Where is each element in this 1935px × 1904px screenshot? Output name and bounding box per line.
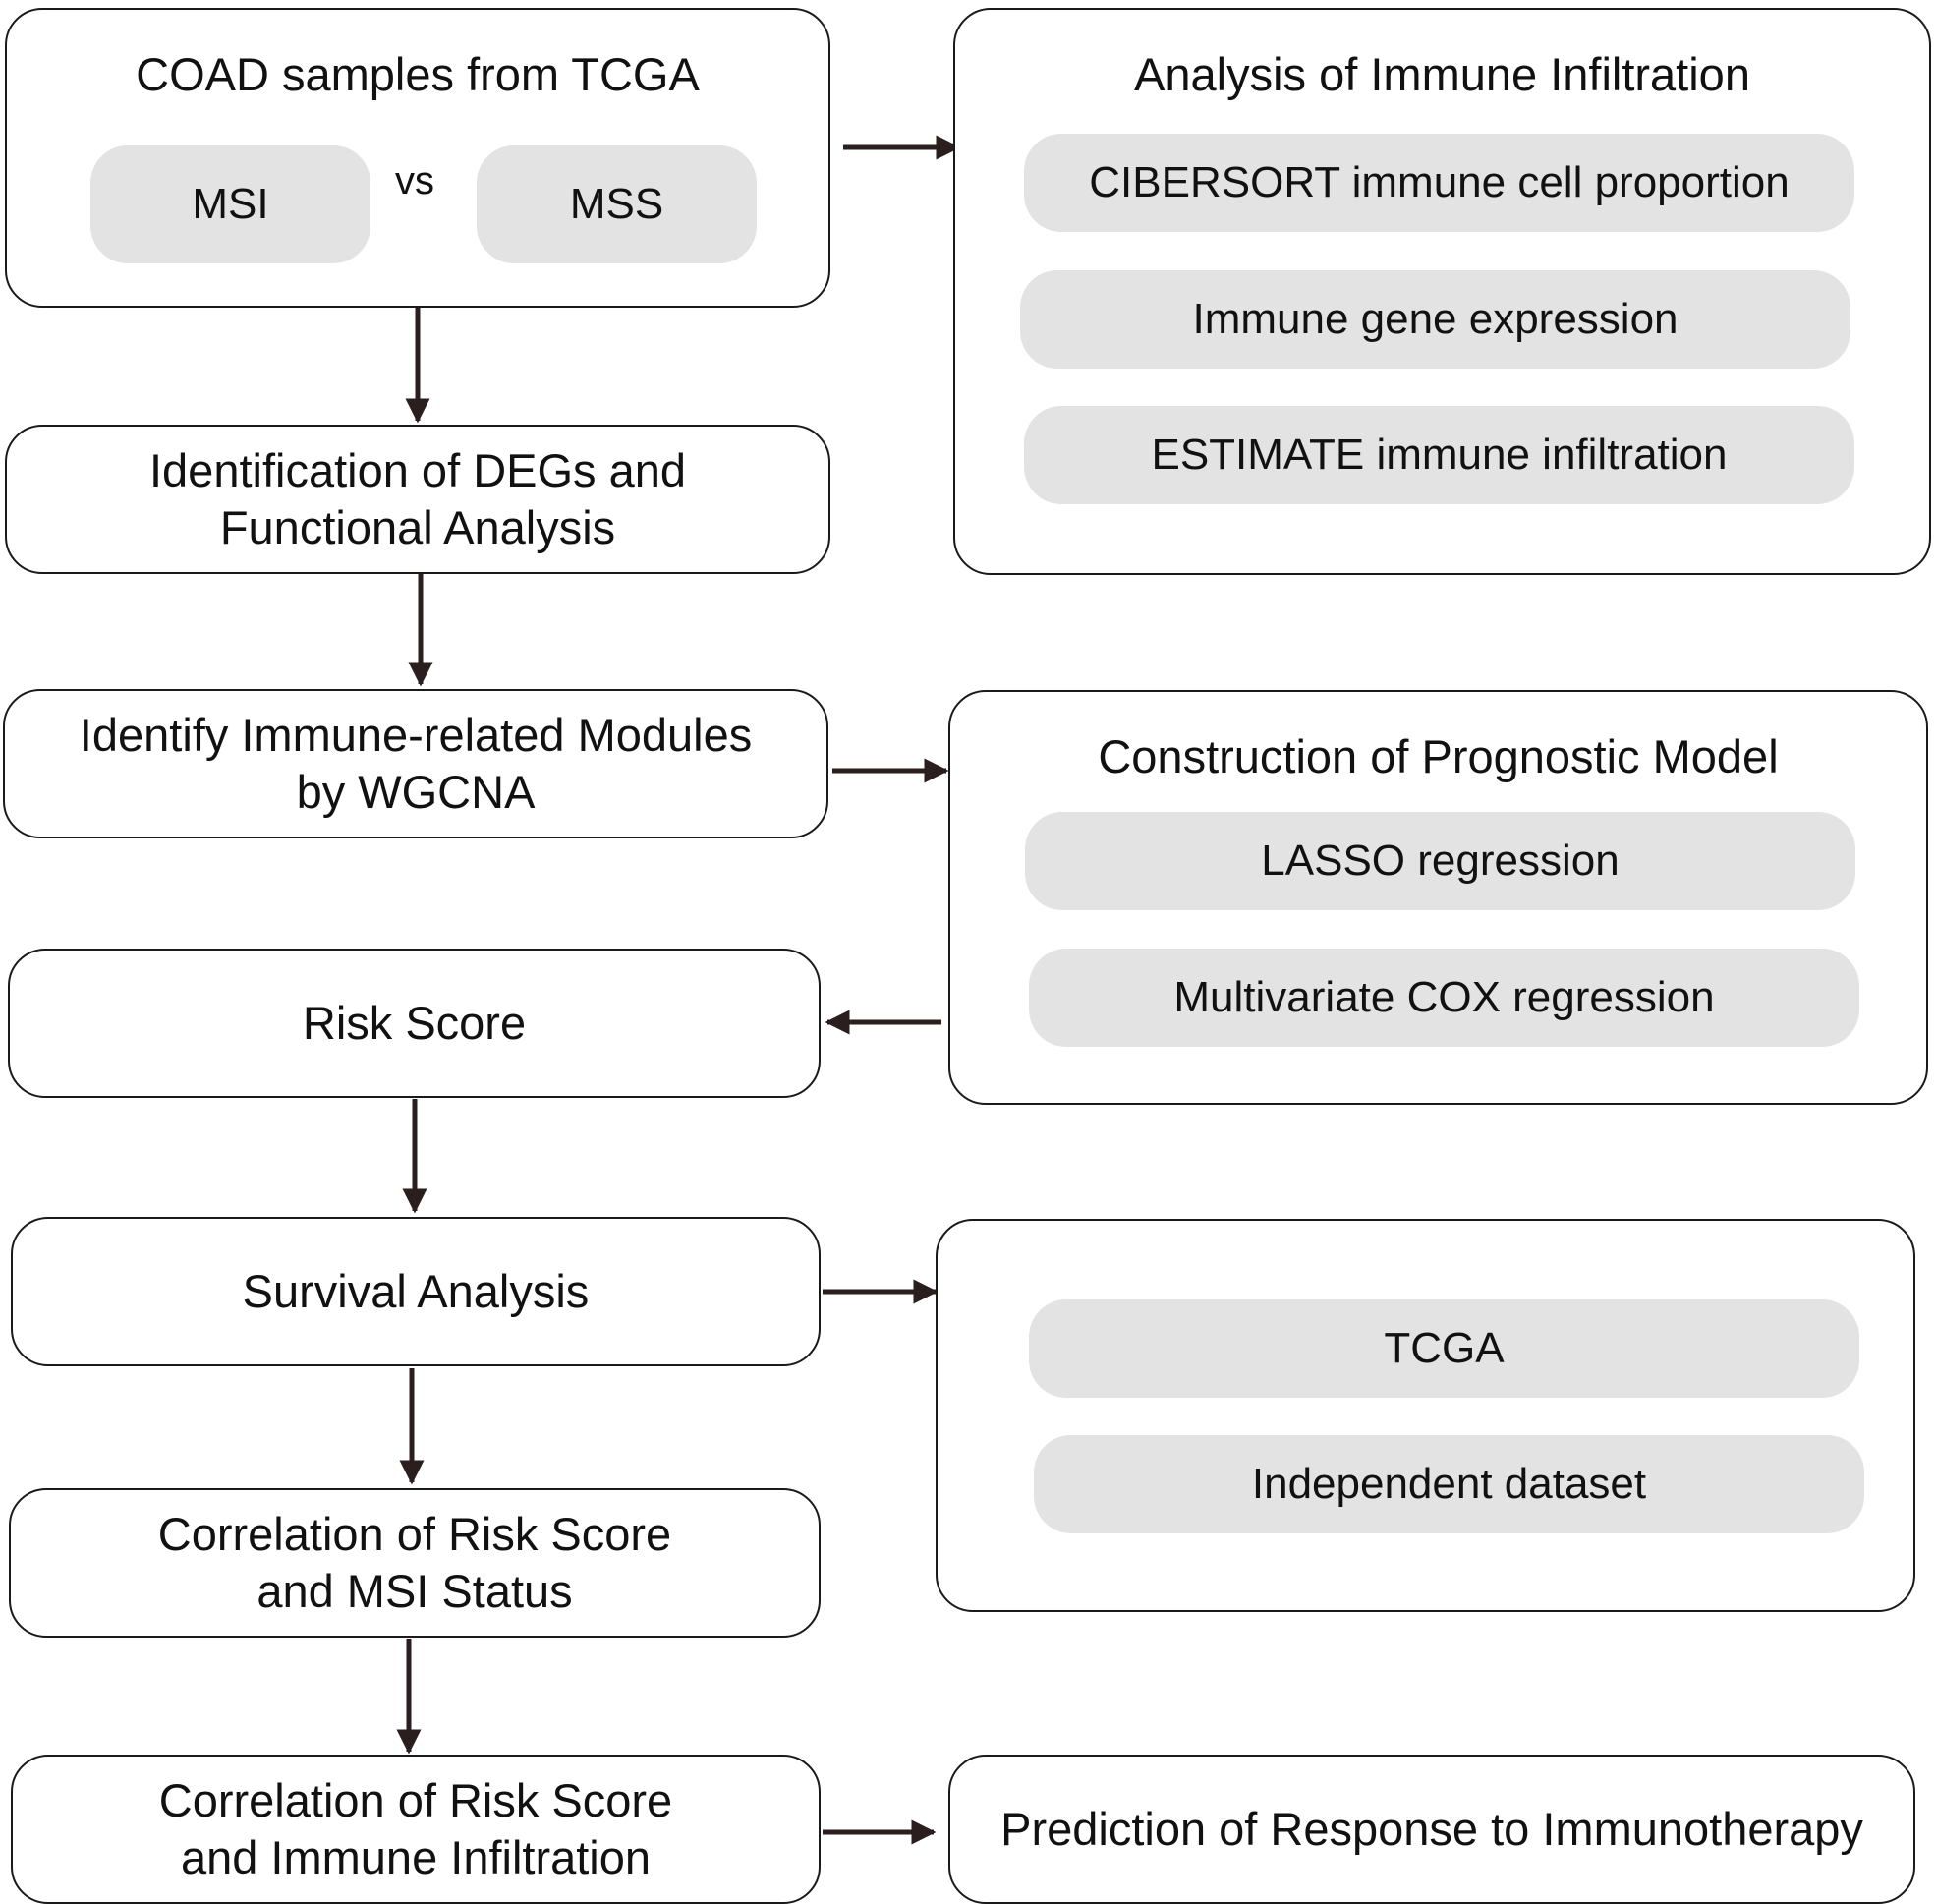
wgcna-modules-box: Identify Immune-related Modules by WGCNA: [3, 689, 828, 838]
immune-correlation-line2: and Immune Infiltration: [180, 1831, 652, 1883]
immunotherapy-prediction-box: Prediction of Response to Immunotherapy: [948, 1755, 1915, 1904]
immune-correlation-line1: Correlation of Risk Score: [158, 1774, 673, 1826]
immune-gene-expression-pill: Immune gene expression: [1020, 270, 1850, 369]
mss-pill: MSS: [477, 145, 757, 263]
survival-analysis-label: Survival Analysis: [242, 1265, 590, 1317]
wgcna-label-line2: by WGCNA: [296, 766, 536, 818]
immunotherapy-prediction-label: Prediction of Response to Immunotherapy: [1000, 1803, 1863, 1855]
msi-correlation-line1: Correlation of Risk Score: [157, 1508, 672, 1560]
immune-infiltration-title: Analysis of Immune Infiltration: [1134, 48, 1750, 100]
degs-label-line2: Functional Analysis: [219, 501, 616, 553]
lasso-pill: LASSO regression: [1025, 812, 1855, 910]
risk-score-box: Risk Score: [8, 949, 821, 1098]
validation-box: TCGA Independent dataset: [936, 1219, 1915, 1612]
survival-analysis-box: Survival Analysis: [11, 1217, 821, 1366]
wgcna-label-line1: Identify Immune-related Modules: [79, 709, 753, 761]
immune-infiltration-box: Analysis of Immune Infiltration CIBERSOR…: [953, 8, 1931, 575]
prognostic-model-box: Construction of Prognostic Model LASSO r…: [948, 690, 1928, 1105]
vs-label: vs: [395, 159, 434, 202]
tcga-pill: TCGA: [1029, 1299, 1859, 1398]
risk-score-label: Risk Score: [302, 997, 527, 1049]
prognostic-model-title: Construction of Prognostic Model: [1098, 730, 1779, 782]
coad-samples-box: COAD samples from TCGA MSI vs MSS: [5, 8, 830, 308]
cibersort-pill: CIBERSORT immune cell proportion: [1024, 134, 1854, 232]
cox-pill: Multivariate COX regression: [1029, 949, 1859, 1047]
independent-dataset-pill: Independent dataset: [1034, 1435, 1864, 1533]
degs-box: Identification of DEGs and Functional An…: [5, 425, 830, 574]
immune-correlation-box: Correlation of Risk Score and Immune Inf…: [11, 1755, 821, 1904]
degs-label-line1: Identification of DEGs and: [148, 444, 687, 496]
msi-pill: MSI: [90, 145, 370, 263]
msi-correlation-box: Correlation of Risk Score and MSI Status: [9, 1488, 821, 1638]
estimate-pill: ESTIMATE immune infiltration: [1024, 406, 1854, 504]
coad-samples-title: COAD samples from TCGA: [136, 48, 700, 100]
msi-correlation-line2: and MSI Status: [256, 1565, 573, 1617]
